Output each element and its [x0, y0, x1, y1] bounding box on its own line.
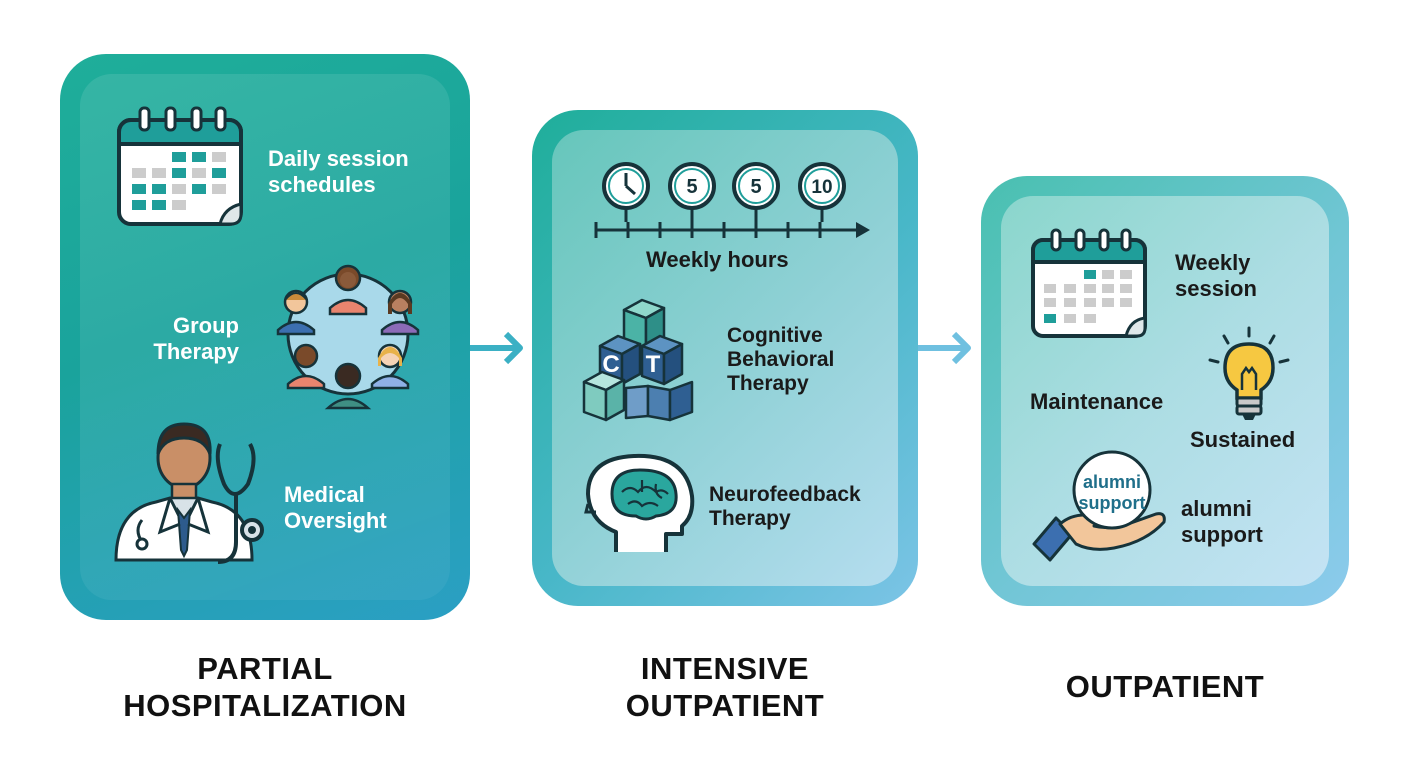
- arrow-right-icon: [470, 331, 523, 365]
- stage-title-outpatient: OUTPATIENT: [1065, 669, 1265, 704]
- block-letter-c: C: [602, 351, 619, 378]
- arrow-right-icon: [918, 331, 971, 365]
- clock-label-1: 5: [686, 176, 697, 198]
- medical-oversight-label: Medical Oversight: [284, 482, 387, 533]
- lightbulb-icon: [1208, 326, 1290, 420]
- calendar-icon: [117, 106, 243, 226]
- daily-session-label: Daily session schedules: [268, 146, 409, 197]
- block-letter-t: T: [646, 351, 661, 378]
- badge-line-2: support: [1079, 493, 1146, 513]
- calendar-icon: [1031, 228, 1147, 338]
- badge-line-1: alumni: [1083, 472, 1141, 492]
- hand-support-icon: alumni support: [1032, 450, 1166, 562]
- weekly-session-label: Weekly session: [1175, 250, 1257, 301]
- cbt-blocks-icon: C T: [582, 298, 694, 422]
- maintenance-label: Maintenance: [1030, 389, 1164, 414]
- alumni-support-label: alumni support: [1181, 496, 1263, 547]
- brain-head-icon: [584, 453, 695, 552]
- stethoscope-icon: [215, 443, 264, 564]
- sustained-label: Sustained: [1190, 427, 1296, 452]
- neurofeedback-label: Neurofeedback Therapy: [709, 483, 861, 530]
- group-therapy-label: Group Therapy: [153, 313, 239, 364]
- cbt-label: Cognitive Behavioral Therapy: [727, 324, 835, 395]
- clock-label-3: 10: [811, 177, 832, 198]
- clock-label-2: 5: [750, 176, 761, 198]
- stage-title-intensive-outpatient: INTENSIVE OUTPATIENT: [625, 651, 825, 723]
- weekly-hours-label: Weekly hours: [646, 247, 789, 272]
- intensive-outpatient-panel: [532, 110, 918, 606]
- clock-timeline-icon: 5 5 10: [594, 162, 870, 238]
- doctor-icon: [114, 422, 254, 562]
- group-circle-icon: [276, 264, 420, 410]
- stage-title-partial-hospitalization: PARTIAL HOSPITALIZATION: [123, 651, 407, 723]
